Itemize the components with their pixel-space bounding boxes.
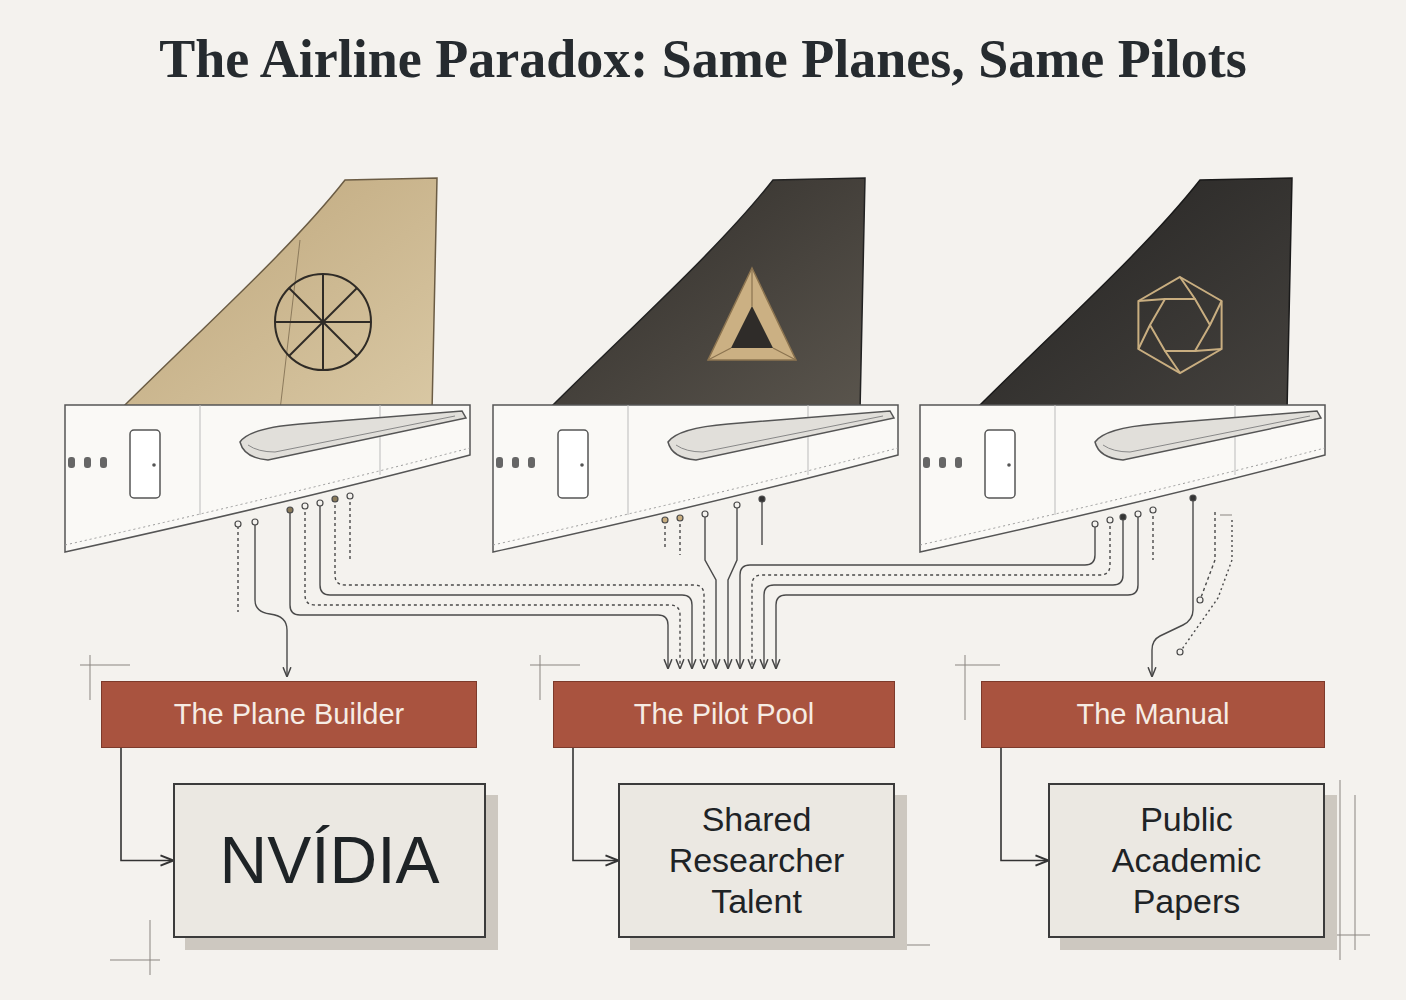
connector-arrow <box>121 748 172 861</box>
box-label: Shared Researcher Talent <box>633 799 880 921</box>
category-header: The Plane Builder <box>101 681 477 748</box>
box-label: Public Academic Papers <box>1063 799 1310 921</box>
circuit-lines <box>238 496 1232 676</box>
plane-tail <box>920 178 1325 552</box>
content-box: NVÍDIA <box>173 783 486 938</box>
connector-arrow <box>1001 748 1047 861</box>
tail-logo <box>1138 277 1221 373</box>
connector-arrow <box>573 748 617 861</box>
plane-tail <box>493 178 898 552</box>
header-label: The Plane Builder <box>174 698 405 731</box>
category-header: The Manual <box>981 681 1325 748</box>
circuit-dots <box>235 493 1203 655</box>
sketch-guides <box>80 515 1370 975</box>
category-header: The Pilot Pool <box>553 681 895 748</box>
content-box: Public Academic Papers <box>1048 783 1325 938</box>
plane-tail <box>65 178 470 552</box>
tail-logo <box>708 268 796 360</box>
header-label: The Pilot Pool <box>634 698 815 731</box>
diagram-title: The Airline Paradox: Same Planes, Same P… <box>0 28 1406 90</box>
tail-logo <box>275 274 371 370</box>
box-label: NVÍDIA <box>219 821 439 900</box>
content-box: Shared Researcher Talent <box>618 783 895 938</box>
header-label: The Manual <box>1076 698 1229 731</box>
